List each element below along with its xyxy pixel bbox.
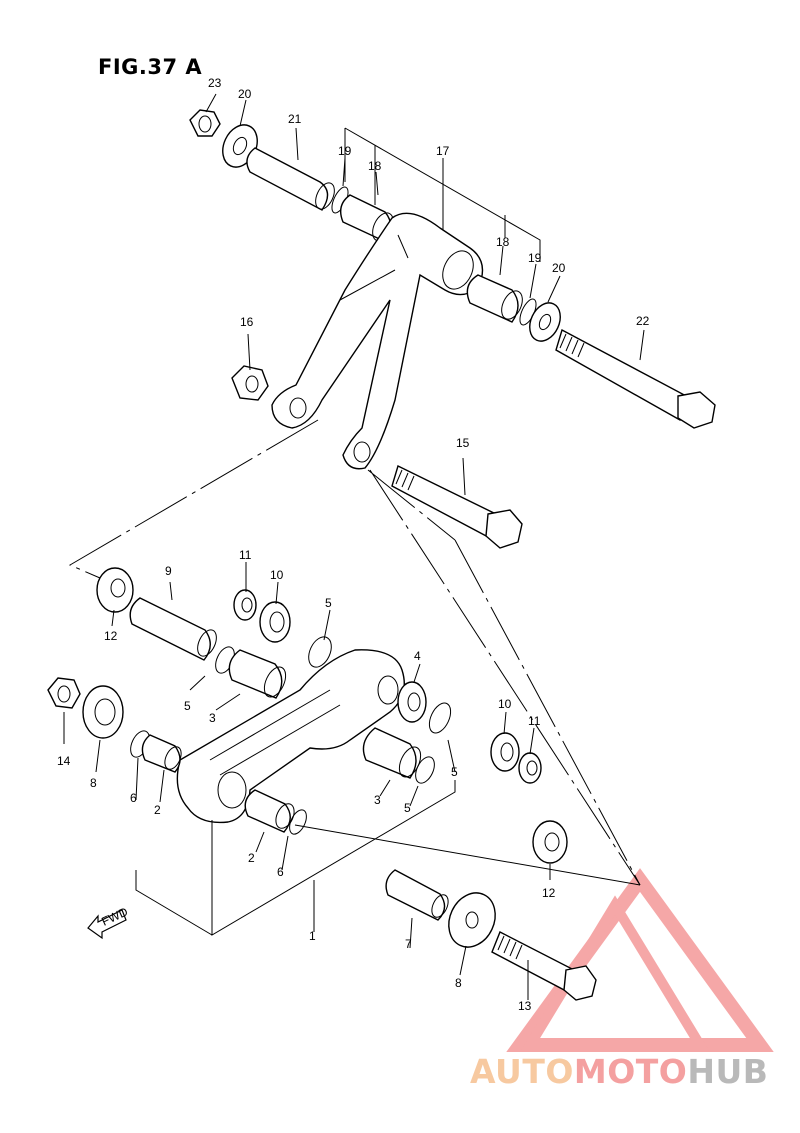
bearing-18-right bbox=[466, 274, 523, 323]
callout-13: 13 bbox=[518, 999, 532, 1013]
circlip-5 bbox=[308, 636, 332, 668]
callout-labels: 23 20 21 19 18 17 18 19 20 22 16 15 9 11… bbox=[57, 76, 650, 1013]
callout-18-right: 18 bbox=[496, 235, 510, 249]
circlip-5-right-2 bbox=[415, 756, 435, 784]
spacer-21 bbox=[246, 147, 335, 211]
washer-20-right bbox=[529, 302, 561, 342]
callout-3: 3 bbox=[209, 711, 216, 725]
callout-2-lower: 2 bbox=[248, 851, 255, 865]
bearing-10 bbox=[259, 601, 291, 643]
callout-18: 18 bbox=[368, 159, 382, 173]
callout-23: 23 bbox=[208, 76, 222, 90]
callout-19: 19 bbox=[338, 144, 352, 158]
callout-5-right: 5 bbox=[404, 801, 411, 815]
washer-8-right bbox=[448, 892, 496, 948]
callout-19-right: 19 bbox=[528, 251, 542, 265]
callout-10: 10 bbox=[270, 568, 284, 582]
fwd-arrow-icon: FWD bbox=[87, 904, 130, 940]
cushion-rod-1 bbox=[176, 649, 405, 824]
figure-title: FIG.37 A bbox=[98, 55, 203, 79]
nut-16 bbox=[231, 365, 269, 401]
watermark-moto: MOTO bbox=[573, 1052, 688, 1091]
collar-12 bbox=[96, 567, 134, 613]
nut-14 bbox=[47, 677, 81, 709]
watermark-hub: HUB bbox=[687, 1052, 769, 1091]
circlip-5-right bbox=[428, 702, 452, 734]
callout-9: 9 bbox=[165, 564, 172, 578]
watermark-auto: AUTO bbox=[470, 1052, 574, 1091]
callout-6: 6 bbox=[130, 791, 137, 805]
circlip-6-lower bbox=[289, 809, 307, 835]
collar-12-right bbox=[532, 820, 568, 864]
nut-23 bbox=[189, 109, 221, 137]
callout-20: 20 bbox=[238, 87, 252, 101]
bearing-3-right bbox=[362, 727, 422, 779]
callout-7: 7 bbox=[405, 937, 412, 951]
callout-21: 21 bbox=[288, 112, 302, 126]
callout-14: 14 bbox=[57, 754, 71, 768]
callout-5-right-2: 5 bbox=[451, 765, 458, 779]
callout-17: 17 bbox=[436, 144, 450, 158]
callout-8: 8 bbox=[90, 776, 97, 790]
callout-16: 16 bbox=[240, 315, 254, 329]
bearing-2-lower bbox=[244, 789, 295, 833]
callout-6-lower: 6 bbox=[277, 865, 284, 879]
callout-5-left: 5 bbox=[184, 699, 191, 713]
callout-1: 1 bbox=[309, 929, 316, 943]
callout-8-right: 8 bbox=[455, 976, 462, 990]
washer-8 bbox=[82, 685, 124, 739]
callout-22: 22 bbox=[636, 314, 650, 328]
seal-11 bbox=[233, 589, 257, 621]
callout-2: 2 bbox=[154, 803, 161, 817]
bolt-15 bbox=[391, 465, 523, 549]
callout-12: 12 bbox=[104, 629, 118, 643]
callout-11: 11 bbox=[239, 548, 252, 562]
seal-4 bbox=[397, 681, 427, 723]
callout-5: 5 bbox=[325, 596, 332, 610]
cushion-lever-17 bbox=[271, 212, 484, 470]
seal-11-right bbox=[518, 752, 542, 784]
bolt-13 bbox=[491, 931, 597, 1001]
spacer-9 bbox=[129, 597, 217, 661]
watermark-text: AUTOMOTOHUB bbox=[470, 1052, 768, 1091]
bearing-10-right bbox=[490, 732, 520, 772]
callout-12-right: 12 bbox=[542, 886, 556, 900]
bearing-2 bbox=[141, 734, 182, 773]
bolt-22 bbox=[555, 328, 716, 429]
callout-4: 4 bbox=[414, 649, 421, 663]
bearing-3 bbox=[228, 649, 287, 699]
callout-3-right: 3 bbox=[374, 793, 381, 807]
callout-11-right: 11 bbox=[528, 714, 541, 728]
spacer-7 bbox=[385, 869, 449, 921]
callout-15: 15 bbox=[456, 436, 470, 450]
callout-10-right: 10 bbox=[498, 697, 512, 711]
callout-20-right: 20 bbox=[552, 261, 566, 275]
